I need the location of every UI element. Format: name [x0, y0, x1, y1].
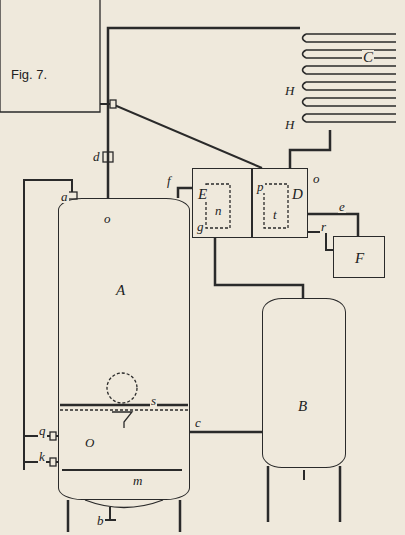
- node-letter: D: [291, 187, 304, 202]
- coil-tube: [306, 113, 396, 115]
- part-letter: p: [256, 180, 265, 193]
- coil-tube: [306, 89, 396, 91]
- coil-tube: [306, 33, 396, 35]
- valve: [50, 458, 56, 466]
- coil-bend: [303, 66, 307, 74]
- part-letter: q: [38, 424, 47, 437]
- part-letter: o: [312, 172, 321, 185]
- part-letter: m: [132, 474, 143, 487]
- coil-bend: [303, 98, 307, 106]
- pipe: [290, 130, 330, 168]
- vessel-leg: [268, 466, 340, 522]
- part-letter: s: [150, 394, 157, 407]
- figure-label: Fig. 7.: [10, 68, 48, 81]
- still-vessel: A: [58, 198, 190, 500]
- feed-pipe: [100, 104, 262, 168]
- node-letter: C: [362, 50, 374, 65]
- valve: [110, 100, 116, 108]
- part-letter: d: [92, 150, 101, 163]
- part-letter: b: [96, 514, 105, 527]
- coil-tube: [306, 73, 396, 75]
- vessel-leg: [68, 500, 180, 532]
- coil-bend: [303, 34, 307, 42]
- inner-chamber: [264, 184, 288, 228]
- side-pipe: [24, 180, 72, 470]
- coil-tube: [306, 121, 396, 123]
- pipe: [178, 188, 192, 198]
- sieve-plate: [60, 404, 188, 407]
- coil-tube: [306, 65, 396, 67]
- part-letter: n: [214, 204, 223, 217]
- coil-bend: [303, 114, 307, 122]
- heating-coil: [62, 469, 182, 471]
- sieve-plate: [60, 409, 188, 410]
- coil-tube: [306, 49, 396, 51]
- part-letter: g: [196, 220, 205, 233]
- part-letter: k: [38, 450, 46, 463]
- condenser-coil-box: C: [300, 20, 398, 130]
- part-letter: c: [194, 416, 202, 429]
- pipe: [108, 28, 300, 198]
- drain-pipe: [308, 232, 333, 250]
- manhole: [107, 373, 137, 403]
- receiver-vessel: B: [262, 298, 346, 468]
- coil-bend: [303, 82, 307, 90]
- part-letter: H: [284, 118, 295, 131]
- outlet: [104, 507, 116, 520]
- funnel: [112, 412, 132, 428]
- pipe: [215, 238, 303, 298]
- coil-tube: [306, 57, 396, 59]
- part-letter: r: [320, 220, 327, 233]
- outlet: [303, 470, 305, 480]
- pipe: [190, 431, 262, 434]
- coil-tube: [306, 105, 396, 107]
- coil-tube: [306, 81, 396, 83]
- reservoir-outline: [0, 0, 100, 112]
- part-letter: e: [338, 200, 346, 213]
- inner-chamber: [206, 184, 230, 228]
- part-letter: t: [272, 208, 278, 221]
- node-letter: A: [115, 283, 126, 298]
- node-letter: B: [297, 399, 308, 414]
- chamber-box: D: [252, 168, 308, 238]
- part-letter: o: [103, 212, 112, 225]
- valve: [50, 432, 56, 440]
- node-letter: E: [197, 187, 208, 202]
- coil-tube: [306, 97, 396, 99]
- part-letter: H: [284, 84, 295, 97]
- tank-box: F: [333, 236, 385, 278]
- condenser-coil: [303, 34, 397, 122]
- coil-tube: [306, 41, 396, 43]
- part-letter: O: [84, 436, 95, 449]
- vessel-bottom: [85, 500, 163, 508]
- node-letter: F: [354, 251, 365, 266]
- pipe: [308, 214, 358, 236]
- coil-bend: [303, 50, 307, 58]
- part-letter: f: [166, 174, 172, 187]
- part-letter: a: [60, 190, 69, 203]
